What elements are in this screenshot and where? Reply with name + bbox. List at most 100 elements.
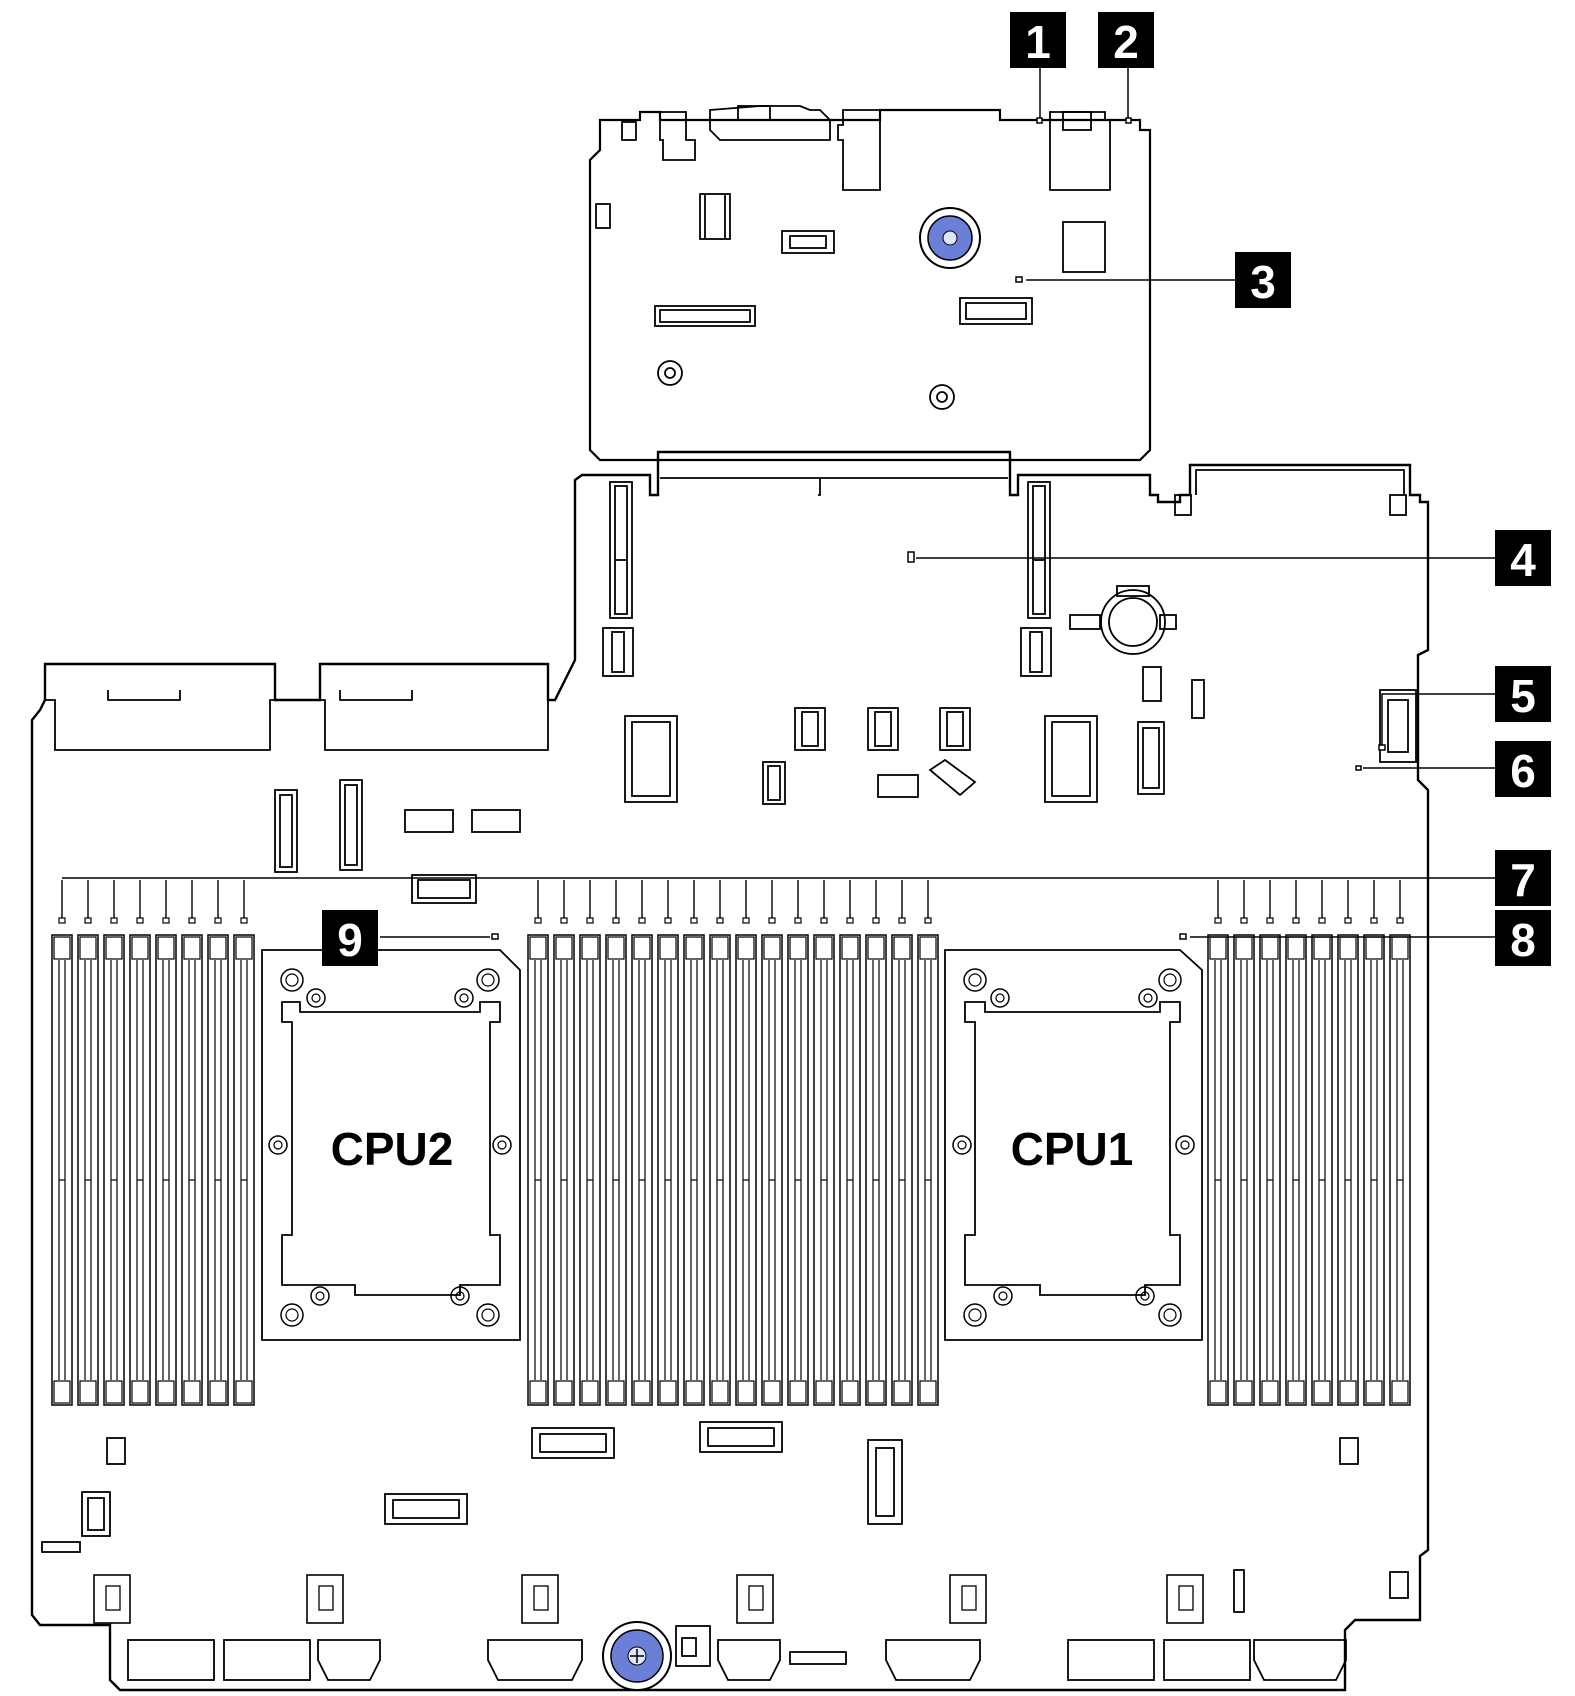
board-top-connectors xyxy=(44,469,1407,751)
dimm-slot xyxy=(233,934,255,1406)
dimm-led xyxy=(768,917,776,924)
lower-connectors xyxy=(41,1421,1409,1613)
callout-5-text: 5 xyxy=(1510,670,1536,722)
callout-3-text: 3 xyxy=(1250,256,1276,308)
dimm-led xyxy=(638,917,646,924)
callout-leaders xyxy=(62,60,1495,940)
dimm-led xyxy=(58,917,66,924)
dimm-error-leds xyxy=(58,880,1404,924)
cpu-screw xyxy=(476,968,500,992)
dimm-led xyxy=(1318,917,1326,924)
dimm-led xyxy=(742,917,750,924)
callout-7: 7 xyxy=(1495,850,1551,906)
dimm-slot xyxy=(683,934,705,1406)
dimm-led xyxy=(560,917,568,924)
cpu-screw xyxy=(310,1286,330,1306)
dimm-led xyxy=(716,917,724,924)
dimm-led xyxy=(188,917,196,924)
dimm-slot xyxy=(839,934,861,1406)
io-board xyxy=(588,108,1152,462)
dimm-led xyxy=(84,917,92,924)
dimm-slot xyxy=(77,934,99,1406)
dimm-led xyxy=(136,917,144,924)
dimm-slot xyxy=(813,934,835,1406)
dimm-slot xyxy=(787,934,809,1406)
dimm-slot xyxy=(657,934,679,1406)
cpu2-socket xyxy=(261,949,521,1341)
callout-2: 2 xyxy=(1098,12,1154,68)
dimm-led xyxy=(924,917,932,924)
dimm-slot xyxy=(1259,934,1281,1406)
dimm-slot xyxy=(51,934,73,1406)
dimm-slot xyxy=(527,934,549,1406)
cpu-screw xyxy=(952,1135,972,1155)
dimm-slot xyxy=(1337,934,1359,1406)
dimm-slot xyxy=(129,934,151,1406)
dimm-led xyxy=(240,917,248,924)
callout-6: 6 xyxy=(1495,741,1551,797)
cpu-screw xyxy=(990,988,1010,1008)
dimm-led xyxy=(1292,917,1300,924)
dimm-led xyxy=(534,917,542,924)
cmos-battery xyxy=(1069,585,1177,655)
dimm-slot xyxy=(1207,934,1229,1406)
dimm-slot xyxy=(735,934,757,1406)
cpu-screw xyxy=(963,1303,987,1327)
dimm-led xyxy=(846,917,854,924)
dimm-led xyxy=(794,917,802,924)
dimm-slot xyxy=(1389,934,1411,1406)
dimm-slots xyxy=(51,934,1411,1406)
cpu1-label: CPU1 xyxy=(1011,1123,1134,1175)
callout-3: 3 xyxy=(1235,252,1291,308)
cpu2-label: CPU2 xyxy=(331,1123,454,1175)
dimm-led xyxy=(1344,917,1352,924)
dimm-slot xyxy=(891,934,913,1406)
dimm-led xyxy=(1266,917,1274,924)
callout-7-text: 7 xyxy=(1510,854,1536,906)
fan-connector xyxy=(736,1574,774,1624)
dimm-led xyxy=(586,917,594,924)
bottom-thumbscrew xyxy=(602,1621,672,1691)
cpu-screw xyxy=(963,968,987,992)
fan-connector xyxy=(306,1574,344,1624)
dimm-led xyxy=(664,917,672,924)
callout-1-text: 1 xyxy=(1025,16,1051,68)
io-board-thumbscrew xyxy=(919,207,981,269)
cpu-screw xyxy=(306,988,326,1008)
io-board-connectors xyxy=(595,105,1111,410)
dimm-led xyxy=(214,917,222,924)
dimm-slot xyxy=(709,934,731,1406)
dimm-led xyxy=(1370,917,1378,924)
dimm-led xyxy=(690,917,698,924)
callout-8: 8 xyxy=(1495,910,1551,966)
riser-slots xyxy=(602,481,1052,677)
dimm-led xyxy=(872,917,880,924)
callout-9-text: 9 xyxy=(337,914,363,966)
cpu-screw xyxy=(280,968,304,992)
dimm-led xyxy=(1396,917,1404,924)
cpu-screw xyxy=(454,988,474,1008)
dimm-slot xyxy=(181,934,203,1406)
dimm-led xyxy=(162,917,170,924)
fan-connector xyxy=(1166,1574,1204,1624)
center-connectors xyxy=(274,666,1417,904)
callout-4: 4 xyxy=(1495,530,1551,586)
dimm-led xyxy=(820,917,828,924)
dimm-slot xyxy=(917,934,939,1406)
dimm-slot xyxy=(155,934,177,1406)
callout-6-text: 6 xyxy=(1510,745,1536,797)
cpu-screw xyxy=(268,1135,288,1155)
dimm-slot xyxy=(1285,934,1307,1406)
cpu1-socket xyxy=(944,949,1203,1341)
dimm-slot xyxy=(865,934,887,1406)
callout-2-text: 2 xyxy=(1113,16,1139,68)
system-board-outline xyxy=(30,450,1430,1692)
fan-connector xyxy=(949,1574,987,1624)
dimm-slot xyxy=(605,934,627,1406)
fan-connector xyxy=(521,1574,559,1624)
dimm-led xyxy=(1214,917,1222,924)
dimm-slot xyxy=(207,934,229,1406)
callout-4-text: 4 xyxy=(1510,534,1536,586)
cpu-screw xyxy=(1135,1286,1155,1306)
